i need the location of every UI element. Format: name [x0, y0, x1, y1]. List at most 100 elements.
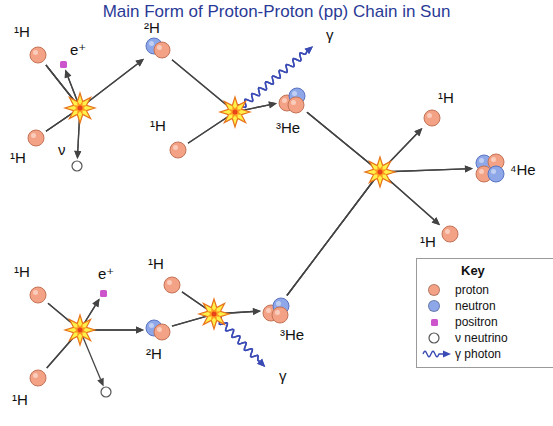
proton-ball [424, 110, 440, 126]
reaction-arrow [307, 112, 422, 172]
particle-label: ν [58, 142, 66, 158]
ball-highlight [479, 158, 484, 163]
positron-dot [60, 61, 67, 68]
photon-wave [235, 51, 307, 113]
reaction-line [307, 112, 380, 172]
ball-highlight [149, 323, 154, 328]
ball-highlight [167, 280, 172, 285]
proton-ball [154, 324, 170, 340]
particle-symbol [423, 109, 441, 127]
ball-highlight [33, 290, 38, 295]
fusion-burst [65, 315, 95, 345]
diagram-title: Main Form of Proton-Proton (pp) Chain in… [0, 2, 553, 22]
reaction-arrow [46, 59, 144, 131]
photon-tip: γ [314, 38, 322, 46]
particle-node: ν [71, 160, 83, 172]
arrow-head [74, 151, 81, 159]
arrow-head [136, 327, 144, 334]
ball-highlight [157, 327, 162, 332]
arrow-head [136, 59, 144, 67]
reaction-arrow [307, 112, 440, 225]
proton-ball [442, 226, 458, 242]
particle-node: e⁺ [99, 289, 108, 298]
proton-ball [28, 130, 44, 146]
particle-node: ¹H [29, 46, 47, 64]
legend-text: positron [455, 315, 498, 329]
particle-symbol [27, 129, 45, 147]
ball-highlight [282, 98, 287, 103]
particle-label: ²H [146, 346, 162, 362]
ball-highlight [33, 50, 38, 55]
proton-ball [154, 42, 170, 58]
legend-swatch [431, 319, 438, 326]
proton-ball [288, 97, 304, 113]
arrow-head [305, 46, 313, 54]
particle-symbol [145, 37, 171, 59]
particle-symbol [266, 368, 274, 376]
positron-dot [100, 290, 107, 297]
proton-ball [30, 47, 46, 63]
ball-highlight [31, 133, 36, 138]
arrow-head [136, 59, 144, 67]
particle-symbol [29, 286, 47, 304]
particle-node: ⁴He [474, 153, 506, 183]
photon-wave [423, 351, 443, 357]
ball-highlight [479, 169, 484, 174]
neutrino-ring [72, 161, 82, 171]
reaction-line [307, 112, 380, 172]
particle-symbol [99, 289, 108, 298]
particle-symbol [163, 276, 181, 294]
particle-node: ¹H [27, 129, 45, 147]
particle-label: ¹H [420, 234, 436, 250]
particle-node: ¹H [423, 109, 441, 127]
legend-swatch [428, 300, 440, 312]
particle-node: ¹H [29, 286, 47, 304]
particle-symbol [441, 225, 459, 243]
neutrino-ring [101, 387, 111, 397]
particle-node: ¹H [163, 276, 181, 294]
particle-symbol [474, 153, 506, 183]
neutrino-path [80, 330, 100, 379]
particle-symbol [314, 38, 322, 46]
arrow-head [414, 128, 422, 136]
ball-highlight [275, 310, 280, 315]
arrow-head [268, 101, 277, 108]
particle-label: ⁴He [510, 162, 536, 178]
legend-swatch [428, 284, 440, 296]
particle-label: e⁺ [70, 42, 86, 58]
particle-symbol [145, 319, 171, 341]
proton-ball [170, 142, 186, 158]
ball-highlight [445, 229, 450, 234]
particle-label: ¹H [438, 90, 454, 106]
particle-label: γ [326, 27, 334, 43]
ball-highlight [33, 373, 38, 378]
particle-label: e⁺ [98, 266, 114, 282]
particle-label: ³He [276, 120, 300, 136]
ball-highlight [427, 113, 432, 118]
key-box: Keyprotonneutronpositronν neutrinoγ phot… [416, 258, 553, 368]
particle-label: ¹H [14, 24, 30, 40]
reaction-arrow [47, 327, 144, 369]
arrow-head [74, 151, 81, 159]
arrow-head [253, 308, 261, 315]
proton-ball [30, 287, 46, 303]
reaction-line [287, 172, 380, 296]
particle-symbol [29, 369, 47, 387]
arrow-head [432, 217, 440, 225]
particle-symbol [169, 141, 187, 159]
ball-highlight [149, 41, 154, 46]
ball-highlight [491, 169, 496, 174]
proton-ball [272, 307, 288, 323]
reaction-arrow [172, 60, 277, 112]
fusion-burst [65, 93, 95, 123]
particle-label: ³He [280, 327, 304, 343]
ball-highlight [173, 145, 178, 150]
particle-label: γ [279, 368, 287, 384]
particle-node: ³He [278, 87, 306, 114]
arrow-head [253, 308, 261, 315]
particle-label: ¹H [12, 392, 28, 408]
proton-ball [30, 370, 46, 386]
particle-symbol [278, 87, 306, 114]
particle-symbol [71, 160, 83, 172]
reaction-arrow [287, 128, 422, 296]
